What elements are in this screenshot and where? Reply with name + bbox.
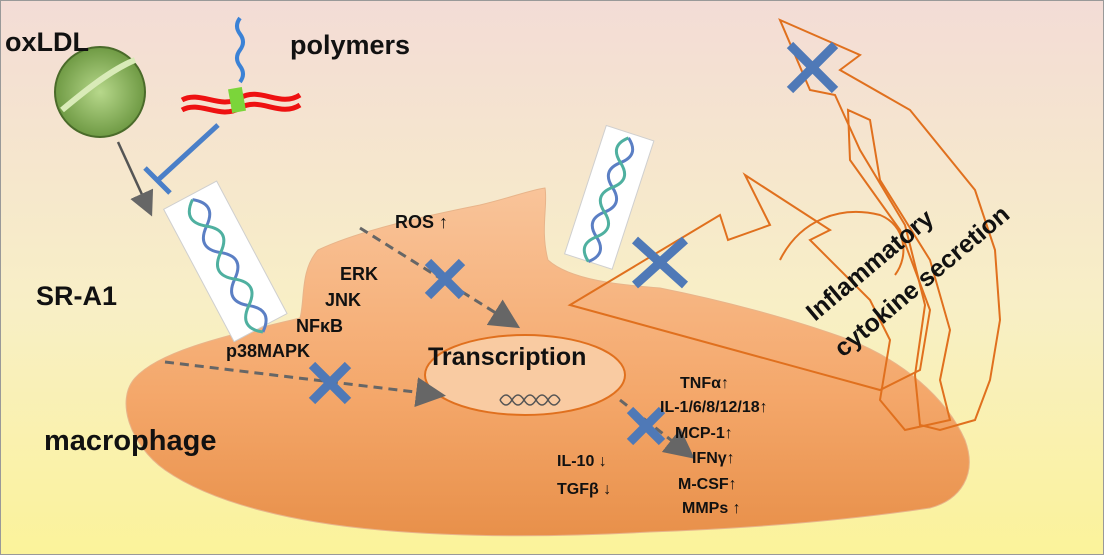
kinase-p38mapk: p38MAPK bbox=[226, 341, 310, 361]
label-oxldl: oxLDL bbox=[5, 27, 89, 57]
cytokines-down-list: IL-10 ↓ TGFβ ↓ bbox=[557, 453, 611, 498]
label-transcription: Transcription bbox=[428, 343, 586, 371]
dna-panel-left bbox=[162, 180, 288, 343]
label-sr-a1: SR-A1 bbox=[36, 281, 117, 311]
nucleus bbox=[424, 334, 626, 416]
dna-panel-middle bbox=[563, 124, 655, 270]
kinase-list: ERK JNK NFκB p38MAPK bbox=[226, 264, 378, 361]
cytokine-il10: IL-10 ↓ bbox=[557, 453, 607, 470]
cytokine-tnfa: TNFα↑ bbox=[680, 375, 729, 392]
oxldl-particle bbox=[54, 46, 146, 138]
secretion-arrows bbox=[567, 18, 1002, 432]
inhibition-symbol bbox=[143, 123, 220, 195]
block-x-top bbox=[786, 41, 839, 94]
kinase-erk: ERK bbox=[340, 264, 378, 284]
cytokine-mmps: MMPs ↑ bbox=[682, 500, 741, 517]
label-macrophage: macrophage bbox=[44, 425, 216, 457]
block-x-cytokine bbox=[626, 406, 666, 446]
cytokine-tgfb: TGFβ ↓ bbox=[557, 481, 611, 498]
label-ros: ROS ↑ bbox=[395, 212, 448, 232]
label-polymers: polymers bbox=[290, 30, 410, 60]
block-x-kinase bbox=[308, 361, 352, 405]
cytokines-up-list: TNFα↑ IL-1/6/8/12/18↑ MCP-1↑ IFNγ↑ M-CSF… bbox=[660, 375, 768, 517]
cytokine-mcp1: MCP-1↑ bbox=[675, 425, 733, 442]
cytokine-mcsf: M-CSF↑ bbox=[678, 476, 737, 493]
kinase-jnk: JNK bbox=[325, 290, 361, 310]
cytokine-ifng: IFNγ↑ bbox=[692, 450, 735, 467]
polymer-icon bbox=[180, 16, 302, 115]
cytokine-il: IL-1/6/8/12/18↑ bbox=[660, 399, 768, 416]
oxldl-uptake-arrow bbox=[116, 141, 154, 217]
kinase-nfkb: NFκB bbox=[296, 316, 343, 336]
nucleus-dna-icon bbox=[499, 394, 561, 406]
block-x-ros bbox=[424, 258, 466, 300]
block-x-secretion bbox=[631, 236, 689, 289]
